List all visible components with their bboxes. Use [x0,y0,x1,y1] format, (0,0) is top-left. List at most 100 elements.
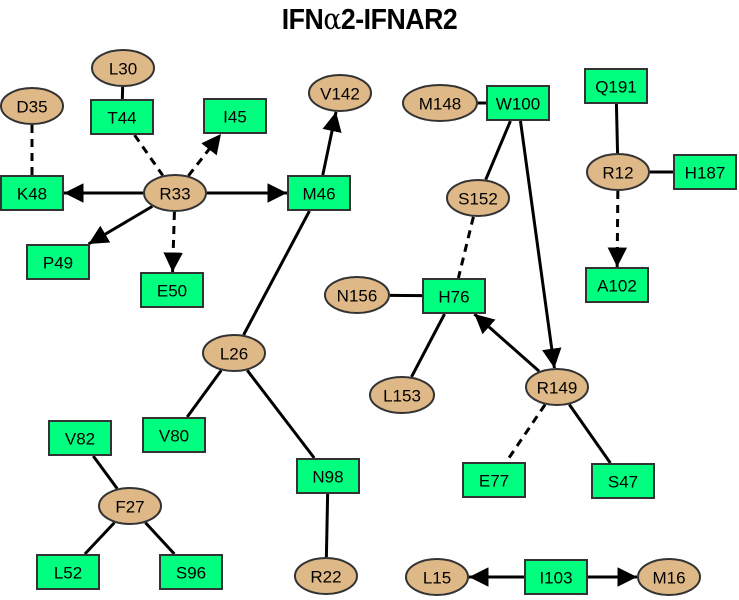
node-label: I45 [223,108,247,127]
rect-node-shape [524,559,588,595]
node-v80: V80 [142,417,206,453]
node-s152: S152 [446,179,510,217]
node-label: W100 [496,95,540,114]
edge-v82-f27 [92,455,119,490]
edge-q191-r12 [614,103,620,154]
node-label: V142 [320,85,360,104]
node-label: D35 [16,98,47,117]
node-label: Q191 [595,78,637,97]
edge-h76-l153 [410,313,446,378]
ellipse-node-shape [369,376,435,414]
ellipse-node-shape [202,334,266,372]
node-label: K48 [17,185,47,204]
node-n156: N156 [324,276,390,314]
node-k48: K48 [0,175,64,211]
node-label: S47 [608,473,638,492]
node-r33: R33 [143,174,207,212]
edge-t44-r33 [133,134,164,177]
node-e50: E50 [140,272,204,308]
node-m46: M46 [287,175,351,211]
edge-l26-v80 [185,369,223,418]
ellipse-node-shape [324,276,390,314]
node-label: L26 [220,345,248,364]
node-label: E77 [479,472,509,491]
diagram-title: IFNα2-IFNAR2 [30,2,710,37]
node-t44: T44 [90,99,154,135]
node-l30: L30 [91,49,155,87]
rect-node-shape [203,98,267,134]
rect-node-shape [48,420,112,456]
node-label: L15 [423,569,451,588]
node-e77: E77 [462,462,526,498]
node-label: M16 [652,569,685,588]
ellipse-node-shape [637,558,701,596]
node-label: P49 [43,254,73,273]
node-i103: I103 [524,559,588,595]
rect-node-shape [296,458,360,494]
node-a102: A102 [585,267,649,303]
node-label: R12 [602,164,633,183]
node-label: R22 [310,568,341,587]
rect-node-shape [486,85,550,121]
edge-r149-h76 [473,312,541,373]
edge-m46-v142 [321,111,342,176]
node-label: E50 [157,282,187,301]
node-m148: M148 [402,84,478,122]
edge-w100-r149 [518,120,562,369]
ellipse-node-shape [0,87,64,125]
ellipse-node-shape [98,487,162,525]
title-suffix: 2-IFNAR2 [340,4,458,36]
node-s47: S47 [591,463,655,499]
edge-l26-m46 [242,210,311,336]
rect-node-shape [287,175,351,211]
node-l26: L26 [202,334,266,372]
node-v82: V82 [48,420,112,456]
node-label: V82 [65,430,95,449]
node-w100: W100 [486,85,550,121]
edge-r149-e77 [504,403,547,463]
node-r12: R12 [586,153,650,191]
edge-l26-n98 [246,369,316,459]
node-label: H76 [438,288,469,307]
node-label: T44 [107,109,136,128]
node-q191: Q191 [584,68,648,104]
node-label: M148 [419,95,462,114]
node-l52: L52 [36,554,100,590]
node-label: N98 [312,468,343,487]
rect-node-shape [585,267,649,303]
rect-node-shape [462,462,526,498]
rect-node-shape [140,272,204,308]
ellipse-node-shape [308,74,372,112]
ellipse-node-shape [525,368,589,406]
node-h187: H187 [673,154,737,190]
node-r149: R149 [525,368,589,406]
edge-r149-s47 [568,403,612,464]
ellipse-node-shape [294,557,358,595]
node-label: L153 [383,387,421,406]
ellipse-node-shape [586,153,650,191]
node-f27: F27 [98,487,162,525]
node-l15: L15 [405,558,469,596]
edge-r33-i45 [187,133,223,177]
node-l153: L153 [369,376,435,414]
rect-node-shape [0,175,64,211]
rect-node-shape [90,99,154,135]
ellipse-node-shape [446,179,510,217]
rect-node-shape [142,417,206,453]
node-label: L30 [109,60,137,79]
node-label: R33 [159,185,190,204]
edge-r33-e50 [163,211,183,273]
rect-node-shape [26,244,90,280]
rect-node-shape [591,463,655,499]
edge-s152-h76 [456,216,475,279]
node-h76: H76 [422,278,486,314]
node-n98: N98 [296,458,360,494]
node-label: I103 [539,569,572,588]
rect-node-shape [673,154,737,190]
node-r22: R22 [294,557,358,595]
rect-node-shape [36,554,100,590]
title-greek-alpha: α [323,2,341,36]
ellipse-node-shape [91,49,155,87]
